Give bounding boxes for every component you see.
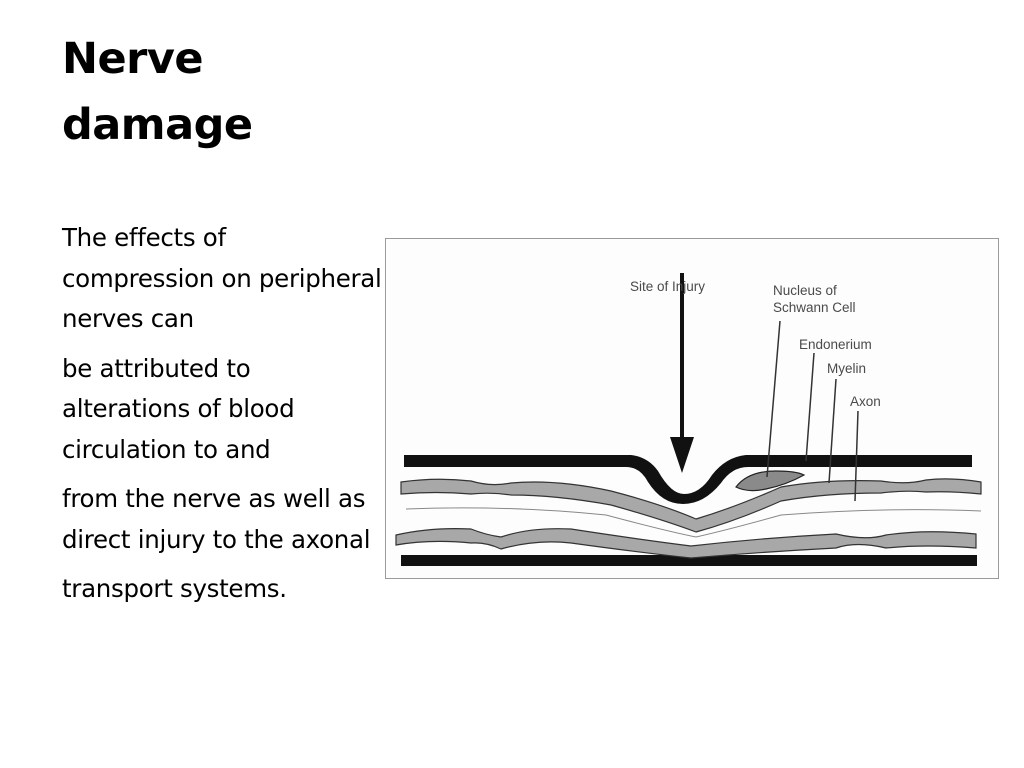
upper-myelin-band <box>400 478 982 533</box>
schwann-pointer-line <box>766 320 781 478</box>
paragraph-1: The effects of compression on peripheral… <box>62 223 382 333</box>
diagram-svg: Site of Injury Nucleus of Schwann Cell E… <box>395 273 982 566</box>
myelin-pointer-line <box>828 378 837 484</box>
schwann-cell-nucleus <box>735 470 806 492</box>
title-line-2: damage <box>62 100 253 150</box>
nerve-injury-diagram: Site of Injury Nucleus of Schwann Cell E… <box>385 238 999 579</box>
title-line-1: Nerve <box>62 34 204 84</box>
endonerium-pointer-line <box>805 352 815 462</box>
bottom-sheath <box>401 555 977 566</box>
label-myelin: Myelin <box>827 361 866 376</box>
slide-title: Nerve damage <box>62 26 382 158</box>
axon-line <box>405 507 982 538</box>
lower-myelin-band <box>395 528 977 559</box>
label-nucleus-of: Nucleus of <box>773 283 837 298</box>
label-site-of-injury: Site of Injury <box>630 279 705 294</box>
label-axon: Axon <box>850 394 881 409</box>
body-text: The effects of compression on peripheral… <box>62 218 382 619</box>
axon-pointer-line <box>854 410 859 502</box>
paragraph-2: be attributed to alterations of blood ci… <box>62 353 295 464</box>
paragraph-4: transport systems. <box>62 574 287 603</box>
label-endonerium: Endonerium <box>799 337 872 352</box>
label-schwann-cell: Schwann Cell <box>773 300 856 315</box>
paragraph-3: from the nerve as well as direct injury … <box>62 484 371 554</box>
injury-arrow-head <box>670 437 694 473</box>
top-sheath <box>404 455 972 504</box>
